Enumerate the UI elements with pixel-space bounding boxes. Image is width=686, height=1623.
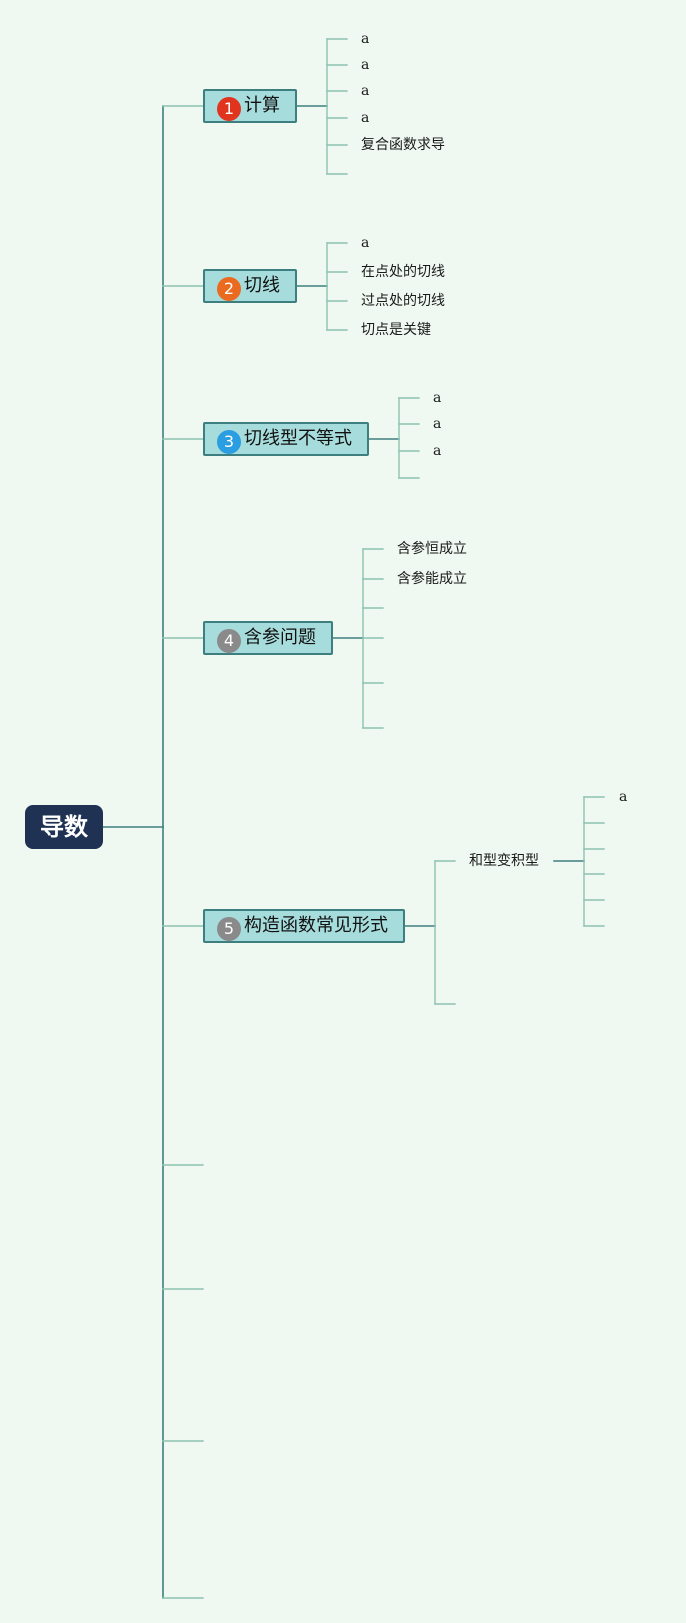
leaf-node[interactable]: a <box>361 57 370 73</box>
leaf-node[interactable]: a <box>433 443 442 459</box>
leaf-node[interactable]: a <box>361 31 370 47</box>
subtopic-node[interactable]: 和型变积型 <box>469 853 539 869</box>
topic-label-5: 构造函数常见形式 <box>244 915 388 936</box>
topic-label-4: 含参问题 <box>244 627 316 648</box>
number-badge-2: 2 <box>217 277 241 301</box>
leaf-node[interactable]: a <box>361 110 370 126</box>
topic-label-3: 切线型不等式 <box>244 428 352 449</box>
leaf-node[interactable]: a <box>361 235 370 251</box>
leaf-node[interactable]: a <box>361 83 370 99</box>
number-badge-5: 5 <box>217 917 241 941</box>
leaf-node[interactable]: a <box>433 390 442 406</box>
root-node[interactable]: 导数 <box>25 805 103 849</box>
topic-label-1: 计算 <box>244 95 280 116</box>
leaf-node[interactable]: a <box>619 789 628 805</box>
leaf-node[interactable]: 含参恒成立 <box>397 541 467 557</box>
leaf-node[interactable]: 切点是关键 <box>361 322 431 338</box>
number-badge-4: 4 <box>217 629 241 653</box>
leaf-node[interactable]: a <box>433 416 442 432</box>
number-badge-1: 1 <box>217 97 241 121</box>
leaf-node[interactable]: 过点处的切线 <box>361 293 445 309</box>
leaf-node[interactable]: 在点处的切线 <box>361 264 445 280</box>
leaf-node[interactable]: 复合函数求导 <box>361 137 445 153</box>
number-badge-3: 3 <box>217 430 241 454</box>
topic-label-2: 切线 <box>244 275 280 296</box>
leaf-node[interactable]: 含参能成立 <box>397 571 467 587</box>
